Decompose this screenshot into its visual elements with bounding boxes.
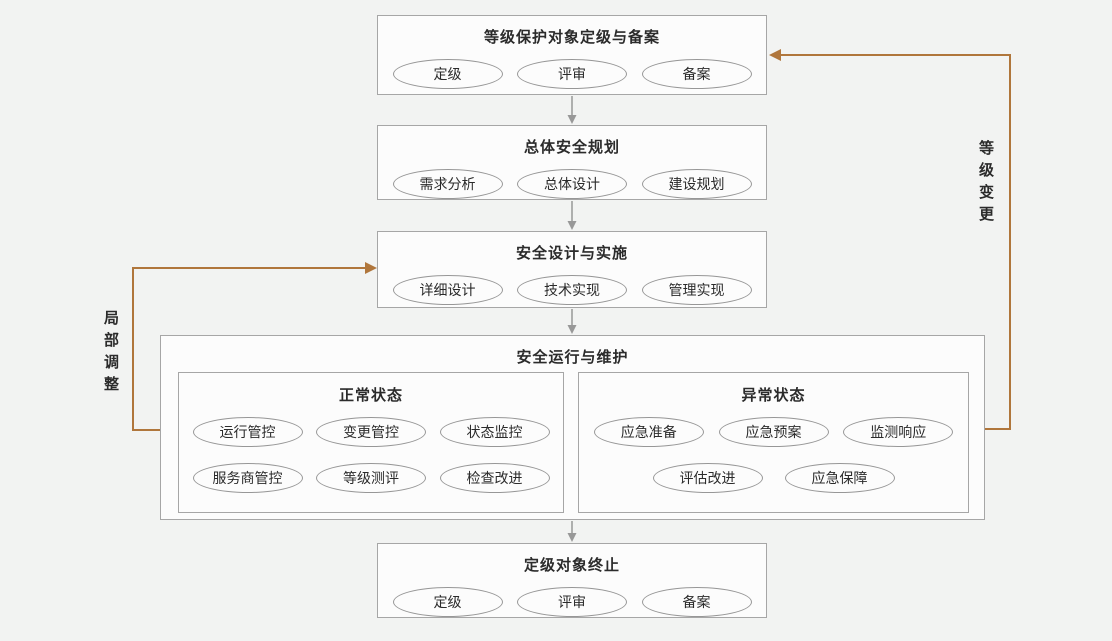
- step-ellipse-design-1: 详细设计: [392, 275, 503, 305]
- stage-box-operation: 安全运行与维护 正常状态 运行管控 变更管控 状态监控 服务商管控 等级测评 检…: [160, 335, 985, 520]
- flow-arrowhead-3: [567, 325, 577, 334]
- feedback-label-partial-adjustment: 局部调整: [102, 310, 120, 398]
- stage-box-termination: 定级对象终止 定级 评审 备案: [377, 543, 767, 618]
- step-ellipse-grading-1: 定级: [392, 59, 503, 89]
- step-ellipse-normal-6: 检查改进: [439, 463, 550, 493]
- feedback-arrowhead-partial-adjustment: [365, 262, 377, 274]
- step-ellipse-abnormal-1: 应急准备: [593, 417, 704, 447]
- stage-title-grading: 等级保护对象定级与备案: [483, 28, 660, 46]
- step-ellipse-abnormal-5: 应急保障: [784, 463, 895, 493]
- step-ellipse-design-3: 管理实现: [641, 275, 752, 305]
- flow-arrowhead-2: [567, 221, 577, 230]
- step-ellipse-abnormal-3: 监测响应: [843, 417, 954, 447]
- step-ellipse-planning-2: 总体设计: [517, 169, 627, 199]
- step-ellipse-grading-3: 备案: [641, 59, 752, 89]
- stage-title-planning: 总体安全规划: [523, 138, 620, 156]
- step-ellipse-termination-1: 定级: [392, 587, 503, 617]
- subbox-normal-state: 正常状态 运行管控 变更管控 状态监控 服务商管控 等级测评 检查改进: [178, 372, 564, 513]
- subbox-title-normal: 正常状态: [338, 386, 403, 404]
- subbox-abnormal-state: 异常状态 应急准备 应急预案 监测响应 评估改进 应急保障: [578, 372, 969, 513]
- subbox-title-abnormal: 异常状态: [741, 386, 806, 404]
- stage-title-operation: 安全运行与维护: [516, 348, 629, 366]
- flow-arrowhead-4: [567, 533, 577, 542]
- step-ellipse-normal-2: 变更管控: [316, 417, 426, 447]
- feedback-label-grade-change: 等级变更: [977, 140, 995, 228]
- stage-title-design: 安全设计与实施: [515, 244, 628, 262]
- stage-title-termination: 定级对象终止: [523, 556, 620, 574]
- flow-arrowhead-1: [567, 115, 577, 124]
- step-ellipse-normal-4: 服务商管控: [192, 463, 303, 493]
- step-ellipse-planning-1: 需求分析: [392, 169, 503, 199]
- step-ellipse-grading-2: 评审: [517, 59, 627, 89]
- step-ellipse-normal-1: 运行管控: [192, 417, 303, 447]
- stage-box-design: 安全设计与实施 详细设计 技术实现 管理实现: [377, 231, 767, 308]
- feedback-arrowhead-grade-change: [769, 49, 781, 61]
- stage-box-grading: 等级保护对象定级与备案 定级 评审 备案: [377, 15, 767, 95]
- step-ellipse-design-2: 技术实现: [517, 275, 627, 305]
- stage-box-planning: 总体安全规划 需求分析 总体设计 建设规划: [377, 125, 767, 200]
- step-ellipse-planning-3: 建设规划: [641, 169, 752, 199]
- step-ellipse-abnormal-2: 应急预案: [718, 417, 829, 447]
- step-ellipse-termination-3: 备案: [641, 587, 752, 617]
- step-ellipse-abnormal-4: 评估改进: [652, 463, 763, 493]
- step-ellipse-normal-3: 状态监控: [439, 417, 550, 447]
- step-ellipse-normal-5: 等级测评: [316, 463, 426, 493]
- step-ellipse-termination-2: 评审: [517, 587, 627, 617]
